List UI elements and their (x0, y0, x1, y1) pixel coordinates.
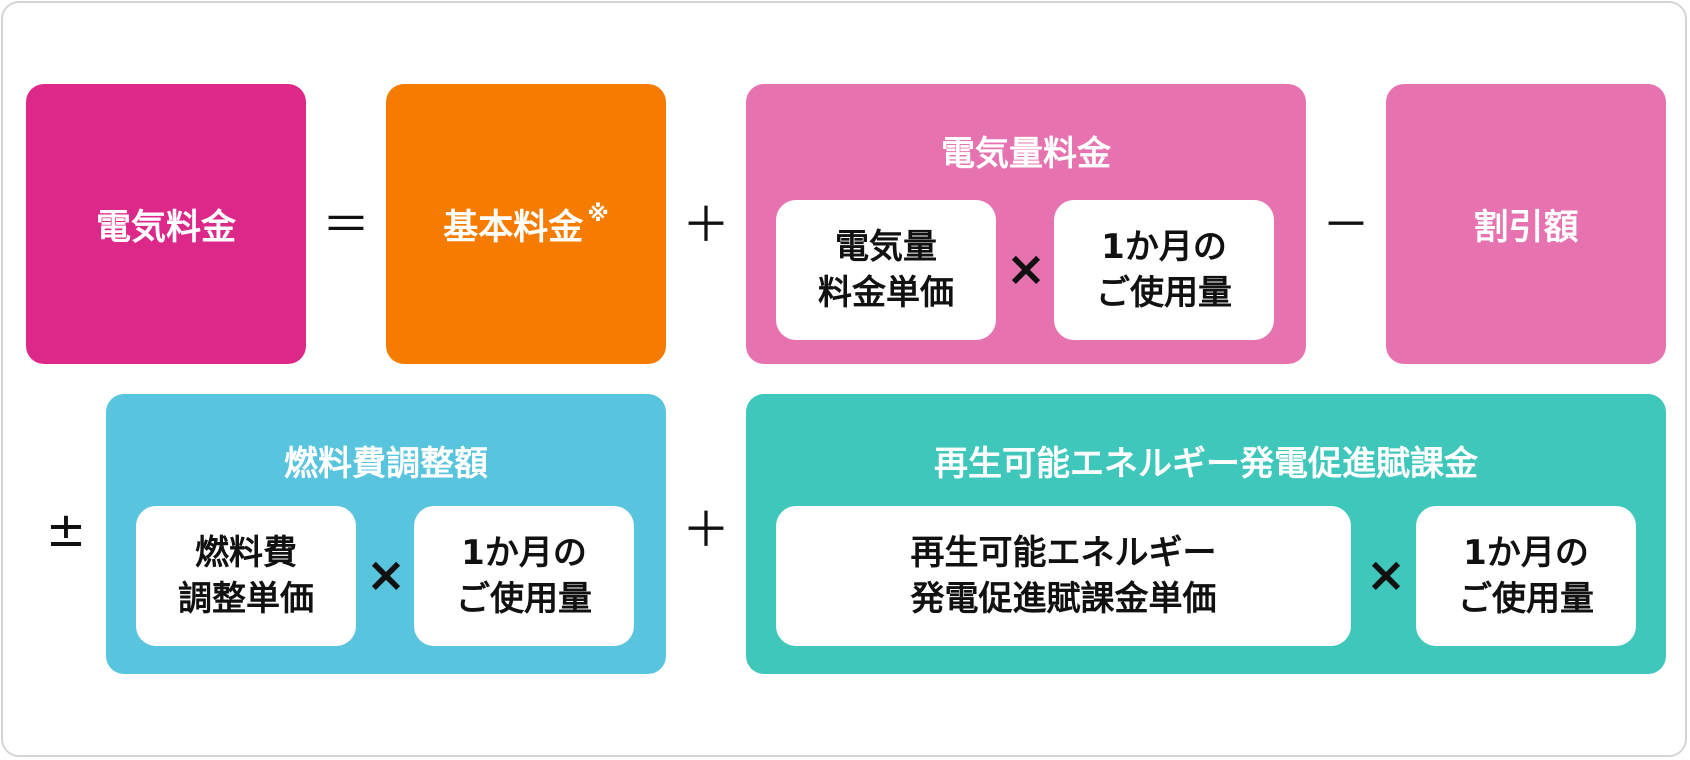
fuel-adjustment-box: 燃料費調整額 燃料費 調整単価 × 1か月の ご使用量 (106, 394, 666, 674)
energy-unit-price: 電気量 料金単価 (776, 200, 996, 340)
plus-minus-sign: ± (45, 502, 87, 558)
energy-usage: 1か月の ご使用量 (1054, 200, 1274, 340)
plus-sign-2: ＋ (681, 502, 730, 558)
electricity-bill-box: 電気料金 (26, 84, 306, 364)
times-sign-3: × (1365, 547, 1407, 603)
note-mark: ※ (587, 201, 609, 227)
renewable-surcharge-title: 再生可能エネルギー発電促進賦課金 (934, 444, 1478, 484)
discount-label: 割引額 (1473, 207, 1579, 248)
base-charge-label: 基本料金 (443, 207, 584, 248)
discount-box: 割引額 (1386, 84, 1666, 364)
energy-charge-title: 電気量料金 (941, 134, 1111, 174)
equals-sign: ＝ (321, 197, 370, 253)
renewable-unit-price: 再生可能エネルギー 発電促進賦課金単価 (776, 506, 1351, 646)
energy-charge-box: 電気量料金 電気量 料金単価 × 1か月の ご使用量 (746, 84, 1306, 364)
renewable-surcharge-box: 再生可能エネルギー発電促進賦課金 再生可能エネルギー 発電促進賦課金単価 × 1… (746, 394, 1666, 674)
base-charge-box: 基本料金※ (386, 84, 666, 364)
renewable-usage: 1か月の ご使用量 (1416, 506, 1636, 646)
plus-sign-1: ＋ (681, 197, 730, 253)
fuel-adjustment-title: 燃料費調整額 (284, 444, 488, 484)
minus-sign: － (1321, 197, 1370, 253)
fuel-usage: 1か月の ご使用量 (414, 506, 634, 646)
fuel-unit-price: 燃料費 調整単価 (136, 506, 356, 646)
times-sign-1: × (1005, 241, 1047, 297)
electricity-bill-label: 電気料金 (95, 207, 236, 248)
times-sign-2: × (365, 547, 407, 603)
